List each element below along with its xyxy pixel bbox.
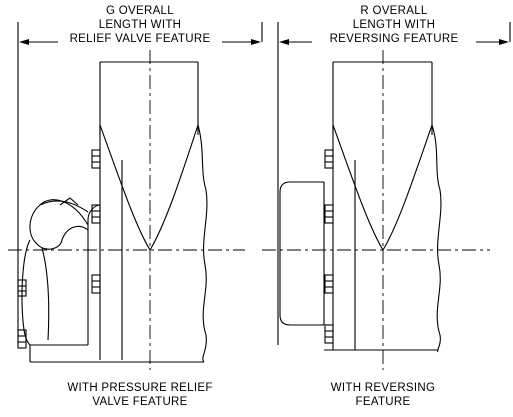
left-caption: WITH PRESSURE RELIEF VALVE FEATURE	[35, 381, 245, 409]
left-break-line	[197, 124, 208, 363]
right-dimension-line-3: REVERSING FEATURE	[329, 33, 459, 45]
relief-valve-inner-line	[41, 247, 50, 341]
right-bolt-4	[324, 324, 334, 344]
left-bolt-5	[17, 329, 27, 349]
left-dimension-line-3: RELIEF VALVE FEATURE	[69, 33, 211, 45]
left-taper-curve	[99, 124, 199, 252]
right-dimension-line-1: R OVERALL	[360, 5, 428, 17]
left-dimension-line-1: G OVERALL	[106, 5, 174, 17]
right-bolt-3	[324, 274, 334, 294]
left-bolt-3	[91, 274, 101, 294]
right-break-line	[431, 124, 442, 353]
right-view-drawing	[262, 22, 511, 370]
left-caption-line-1: WITH PRESSURE RELIEF	[67, 382, 213, 394]
right-bolt-2	[324, 204, 334, 224]
right-dimension-line-2: LENGTH WITH	[352, 19, 436, 31]
left-bolt-4	[17, 279, 27, 297]
left-flange-base	[29, 344, 204, 363]
right-caption-line-2: FEATURE	[355, 396, 411, 408]
right-top-cylinder	[332, 61, 433, 135]
left-top-cylinder	[99, 61, 199, 135]
right-dimension-label: R OVERALL LENGTH WITH REVERSING FEATURE	[312, 4, 476, 46]
left-caption-line-2: VALVE FEATURE	[92, 396, 188, 408]
relief-valve-cap-top	[39, 200, 89, 213]
left-bolt-1	[91, 149, 101, 169]
relief-valve-body	[29, 199, 89, 250]
relief-valve-tip	[59, 197, 79, 206]
right-caption: WITH REVERSING FEATURE	[303, 381, 463, 409]
right-taper-curve	[332, 124, 433, 252]
left-bolt-2	[91, 204, 101, 224]
reversing-housing	[279, 181, 324, 326]
right-caption-line-1: WITH REVERSING	[330, 382, 436, 394]
left-dimension-line-2: LENGTH WITH	[98, 19, 182, 31]
right-bolt-1	[324, 149, 334, 169]
left-view-drawing	[8, 22, 263, 370]
left-dimension-label: G OVERALL LENGTH WITH RELIEF VALVE FEATU…	[58, 4, 222, 46]
